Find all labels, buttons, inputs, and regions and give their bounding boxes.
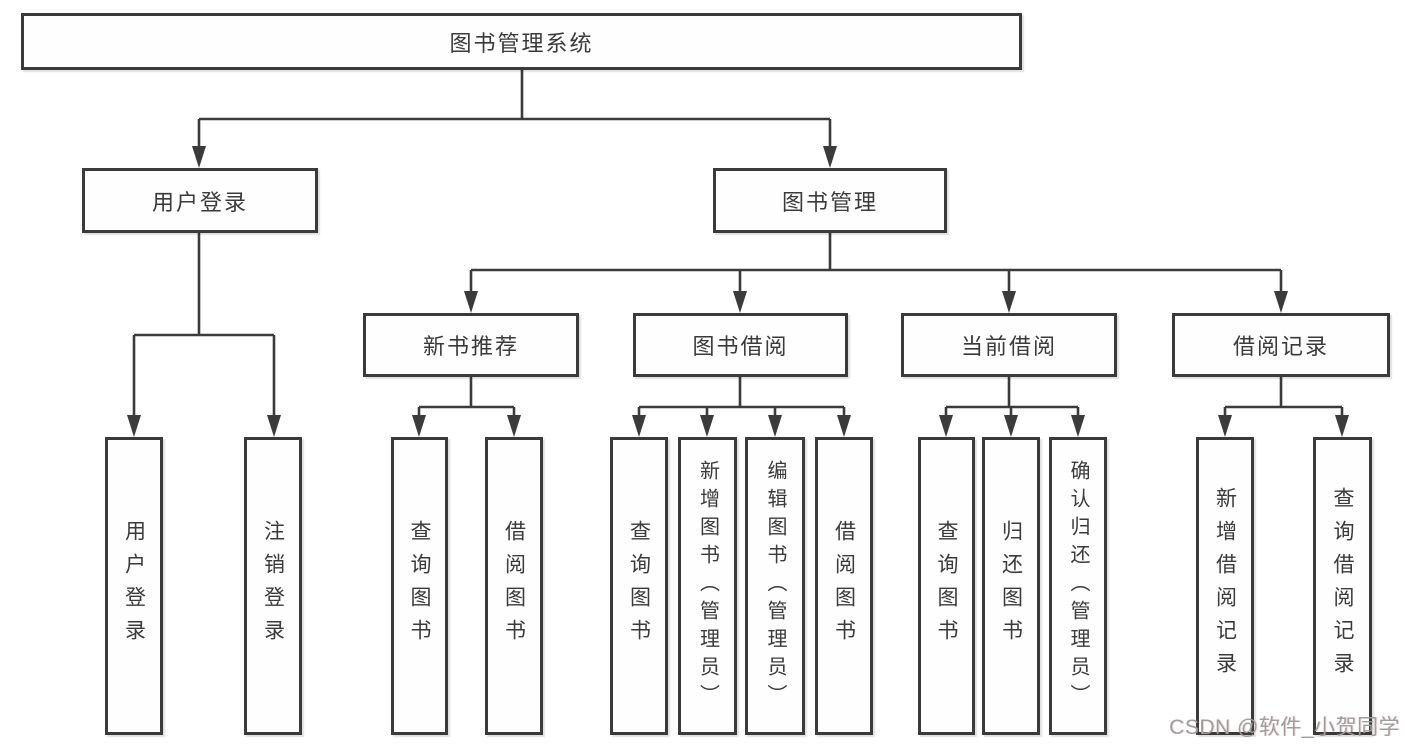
leaf-user-login: 用户登录 [105, 437, 163, 735]
leaf-query-books-current: 查询图书 [918, 437, 975, 735]
leaf-add-book-admin: 新增图书（管理员） [678, 437, 737, 735]
node-user-login: 用户登录 [82, 168, 318, 233]
leaf-add-borrow-record: 新增借阅记录 [1196, 437, 1254, 735]
connector-paths [132, 70, 1344, 424]
leaf-borrow-books-recommend: 借阅图书 [485, 437, 543, 735]
arrowheads [127, 146, 1349, 437]
node-new-book-recommend: 新书推荐 [363, 313, 579, 377]
node-borrow-records: 借阅记录 [1172, 313, 1390, 377]
leaf-return-books: 归还图书 [982, 437, 1040, 735]
leaf-query-borrow-record: 查询借阅记录 [1313, 437, 1372, 735]
leaf-borrow-books: 借阅图书 [815, 437, 873, 735]
leaf-logout: 注销登录 [244, 437, 302, 735]
node-book-borrow: 图书借阅 [633, 313, 848, 377]
leaf-edit-book-admin: 编辑图书（管理员） [745, 437, 805, 735]
node-root-system: 图书管理系统 [21, 13, 1022, 70]
leaf-query-books-recommend: 查询图书 [391, 437, 448, 735]
node-current-borrow: 当前借阅 [901, 313, 1117, 377]
node-book-management: 图书管理 [713, 168, 947, 233]
leaf-query-books-borrow: 查询图书 [610, 437, 668, 735]
leaf-confirm-return-admin: 确认归还（管理员） [1049, 437, 1107, 735]
csdn-watermark: CSDN @软件_小贺同学 [1169, 716, 1400, 739]
